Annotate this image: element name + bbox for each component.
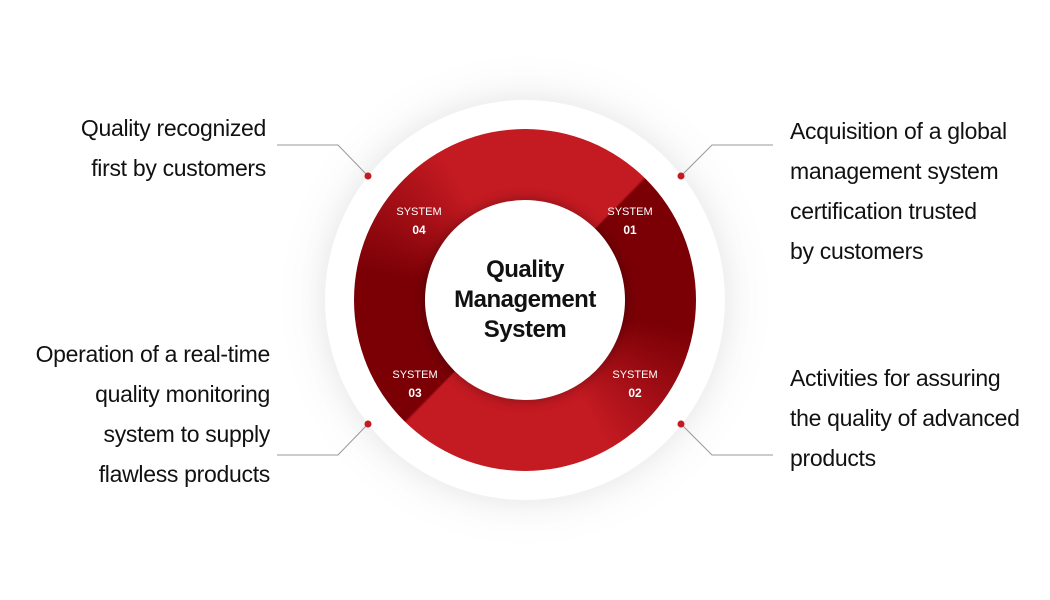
callout-line: Operation of a real-time [35, 341, 271, 367]
segment-label: SYSTEM [396, 206, 442, 218]
callout-line: Quality recognized [80, 115, 266, 141]
center-circle: Quality Management System [425, 200, 625, 400]
callout-line: system to supply [103, 421, 271, 447]
callout-line: Acquisition of a global [790, 118, 1007, 144]
callout-line: flawless products [98, 461, 271, 487]
connector-bottom-right [680, 423, 773, 456]
center-title-line: System [483, 316, 567, 343]
segment-label: SYSTEM [392, 369, 438, 381]
segment-label: SYSTEM [612, 369, 658, 381]
center-title-line: Management [454, 286, 596, 313]
connector-bottom-left [277, 423, 369, 456]
segment-number: 02 [628, 386, 642, 400]
callout-bottom-left: Operation of a real-time quality monitor… [35, 334, 271, 494]
segment-number: 01 [623, 223, 637, 237]
callout-line: quality monitoring [95, 381, 270, 407]
segment-number: 04 [412, 223, 426, 237]
connector-top-right [680, 144, 773, 177]
connector-dot [364, 172, 372, 180]
segment-system-01: SYSTEM 01 [600, 205, 660, 241]
segment-label: SYSTEM [607, 206, 653, 218]
callout-line: Activities for assuring [790, 365, 1001, 391]
callout-line: certification trusted [790, 198, 977, 224]
callout-line: by customers [790, 238, 924, 264]
callout-line: the quality of advanced [790, 405, 1020, 431]
connector-dot [677, 172, 685, 180]
callout-bottom-right: Activities for assuring the quality of a… [790, 358, 1020, 478]
callout-top-right: Acquisition of a global management syste… [790, 111, 1007, 271]
callout-line: products [790, 445, 876, 471]
center-title-line: Quality [486, 256, 564, 283]
callout-top-left: Quality recognized first by customers [81, 108, 266, 188]
callout-line: first by customers [91, 155, 266, 181]
connector-dot [677, 420, 685, 428]
connector-dot [364, 420, 372, 428]
callout-line: management system [790, 158, 999, 184]
segment-system-03: SYSTEM 03 [385, 368, 445, 404]
connector-top-left [277, 144, 369, 177]
segment-system-02: SYSTEM 02 [605, 368, 665, 404]
segment-number: 03 [408, 386, 422, 400]
segment-system-04: SYSTEM 04 [389, 205, 449, 241]
